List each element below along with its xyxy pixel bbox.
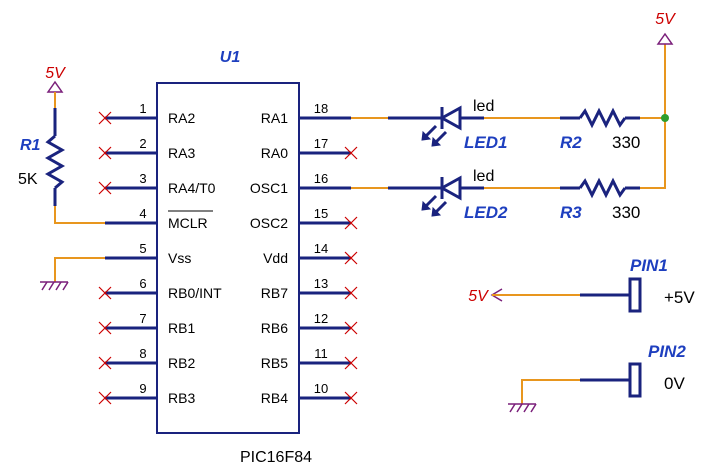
pin-name: RA2 [168,110,195,126]
pin-number: 4 [139,206,146,221]
ic-body [156,82,300,434]
pin-number: 5 [139,241,146,256]
pin-name: RB1 [168,320,195,336]
ground-hatch [41,281,69,291]
pin-number: 3 [139,171,146,186]
pin-name: RB5 [261,355,288,371]
pin-name: OSC2 [250,215,288,231]
r1-supply-label: 5V [45,65,66,82]
led2-branch: led LED2 R3 330 [351,118,666,222]
pin1-connector: 5V PIN1 +5V [468,256,695,313]
no-connect-marks-left [98,111,112,405]
no-connect-marks-right [344,146,358,405]
wire-vss [54,257,105,282]
pin-number: 16 [314,171,328,186]
pin-number: 8 [139,346,146,361]
vss-ground [40,257,105,291]
pin-number: 12 [314,311,328,326]
r2-ref-label: R2 [560,133,582,152]
pin-name: OSC1 [250,180,288,196]
r3-value-label: 330 [612,203,640,222]
top-supply: 5V [655,11,676,122]
pin-name-mclr: MCLR [168,215,208,231]
ic-left-pins: 1 2 3 4 5 6 7 8 9 RA2 RA3 RA4/T0 MCLR Vs… [98,101,222,406]
led1-branch: led LED1 R2 330 [351,98,665,152]
pin-number: 10 [314,381,328,396]
ic-part-label: PIC16F84 [240,449,312,466]
pin-name: RB0/INT [168,285,222,301]
pin2-ref-label: PIN2 [648,342,686,361]
led2-ref-label: LED2 [464,203,508,222]
pin-name: RA4/T0 [168,180,216,196]
ic-ref-label: U1 [220,49,241,66]
pin-name: RB3 [168,390,195,406]
ic-right-pins: 18 17 16 15 14 13 12 11 10 RA1 RA0 OSC1 … [250,101,358,406]
wire-r3-5v [640,118,666,189]
pin-name: RA0 [261,145,288,161]
pin2-value-label: 0V [664,374,685,393]
pin2-connector: PIN2 0V [508,342,686,413]
power-arrow-icon [656,32,674,45]
pin-name: RA1 [261,110,288,126]
pin-number: 2 [139,136,146,151]
pin-number: 6 [139,276,146,291]
pin-number: 11 [314,346,328,361]
pin-name: RA3 [168,145,195,161]
wire-r1-mclr [54,206,105,224]
led1-light-arrows-icon [421,124,448,147]
r3-resistor-icon [578,177,627,199]
r3-ref-label: R3 [560,203,582,222]
pin-name: RB2 [168,355,195,371]
led2-value-label: led [473,168,494,185]
r2-resistor-icon [578,107,627,129]
wire-pin2 [521,379,580,404]
r1-value-label: 5K [18,171,38,188]
ground-hatch [509,403,537,413]
pin-number: 17 [314,136,328,151]
pin2-connector-icon [628,362,642,398]
led2-diode-icon [438,175,462,201]
r1-network: 5V R1 5K [18,65,105,224]
junction-dot [661,114,669,122]
led1-ref-label: LED1 [464,133,507,152]
pin1-ref-label: PIN1 [630,256,668,275]
r1-ref-label: R1 [20,137,41,154]
pin-number: 7 [139,311,146,326]
led1-diode-icon [438,105,462,131]
pin-number: 9 [139,381,146,396]
pin-number: 13 [314,276,328,291]
pin-number: 1 [139,101,146,116]
pin-name: RB7 [261,285,288,301]
pin1-supply-label: 5V [468,288,489,305]
pin-name: Vss [168,250,191,266]
pin-number: 15 [314,206,328,221]
r2-value-label: 330 [612,133,640,152]
led1-value-label: led [473,98,494,115]
pin-name: RB4 [261,390,288,406]
pin-name: Vdd [263,250,288,266]
pin-number: 18 [314,101,328,116]
led2-light-arrows-icon [421,194,448,217]
power-arrow-icon [46,80,64,93]
r1-resistor-icon [44,134,66,190]
pin1-connector-icon [628,277,642,313]
pin-number: 14 [314,241,328,256]
pin1-value-label: +5V [664,288,695,307]
pin-name: RB6 [261,320,288,336]
top-supply-label: 5V [655,11,676,28]
